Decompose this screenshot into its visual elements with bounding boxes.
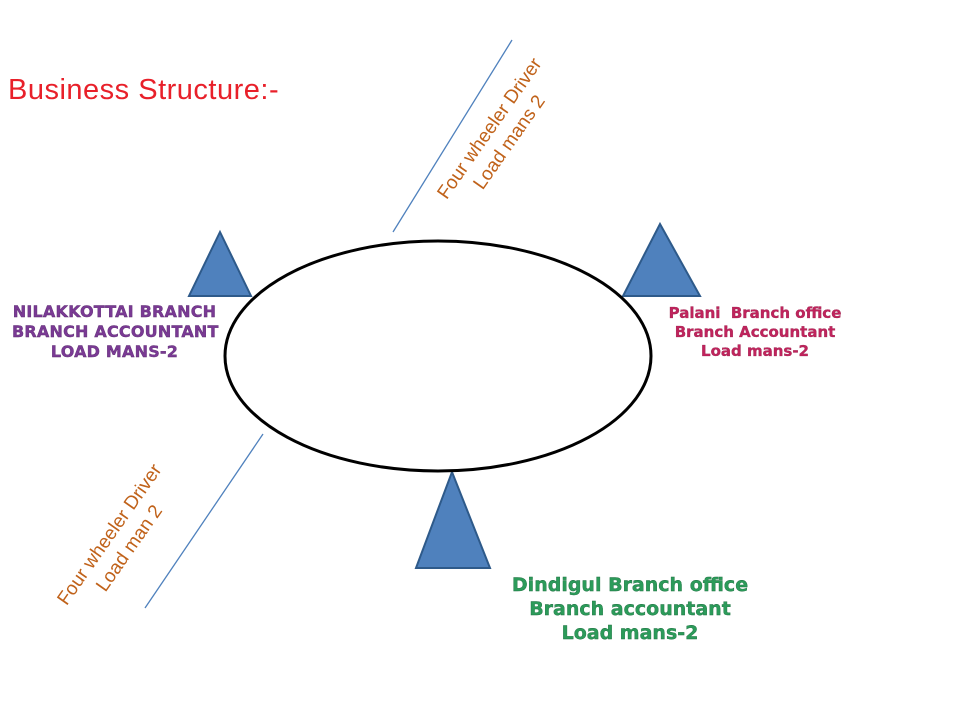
connector-line-bottom-left (144, 433, 264, 609)
page-title: Business Structure:- (8, 74, 280, 106)
nilakottai-branch-label: Nilakkottai branch Branch accountant Loa… (12, 302, 219, 362)
nilakottai-line-3: Load mans-2 (50, 342, 179, 361)
connector-line-top-right (392, 39, 513, 233)
dindigul-line-3: Load mans-2 (561, 621, 699, 644)
nilakottai-line-2: Branch accountant (12, 322, 219, 341)
dindigul-line-2: Branch accountant (529, 597, 731, 620)
palani-line-3: Load mans-2 (701, 341, 809, 360)
nilakottai-triangle (187, 229, 253, 297)
dindigul-line-1: Dindigul Branch office (511, 574, 749, 596)
palani-branch-label: Palani Branch office Branch Accountant L… (655, 304, 855, 360)
palani-line-2: Branch Accountant (674, 322, 836, 341)
central-ellipse (223, 239, 653, 473)
palani-triangle (621, 221, 702, 297)
dindigul-triangle (414, 469, 492, 569)
dindigul-branch-label: Dindigul Branch office Branch accountant… (490, 574, 770, 645)
nilakottai-line-1: Nilakkottai branch (12, 302, 217, 321)
palani-line-1: Palani Branch office (668, 304, 842, 322)
